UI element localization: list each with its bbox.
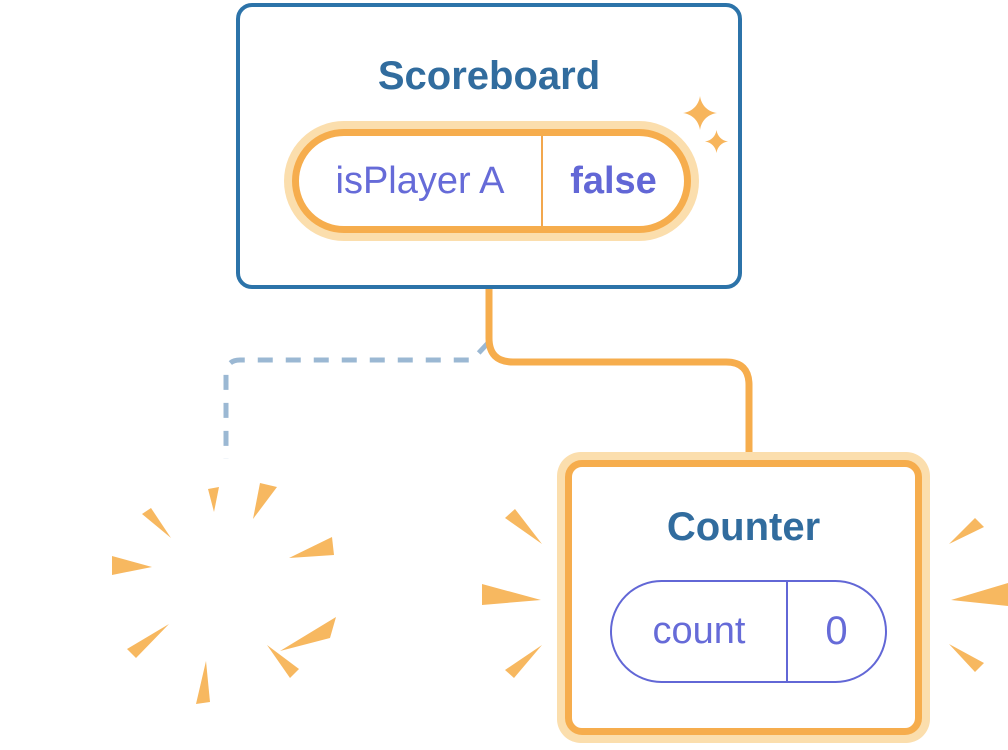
poof-burst-icon: [112, 483, 336, 704]
connector-solid: [485, 286, 753, 456]
sparkle-small-icon: [705, 130, 728, 153]
counter-title: Counter: [666, 505, 821, 549]
counter-state-label: count: [612, 582, 788, 681]
counter-card: Counter count 0: [565, 460, 922, 735]
emphasis-rays-icon: [482, 509, 1008, 678]
counter-state-pill: count 0: [610, 580, 887, 683]
sparkles-icon: [683, 96, 717, 130]
scoreboard-state-pill: isPlayer A false: [284, 121, 699, 241]
counter-state-value: 0: [825, 609, 848, 653]
connector-dashed: [223, 340, 491, 459]
scoreboard-state-value: false: [570, 159, 657, 202]
counter-card-glow: Counter count 0: [557, 452, 930, 743]
poof-square: [92, 452, 366, 726]
scoreboard-state-label: isPlayer A: [299, 136, 543, 226]
scoreboard-card: Scoreboard isPlayer A false: [236, 3, 742, 289]
scoreboard-title: Scoreboard: [377, 54, 601, 98]
